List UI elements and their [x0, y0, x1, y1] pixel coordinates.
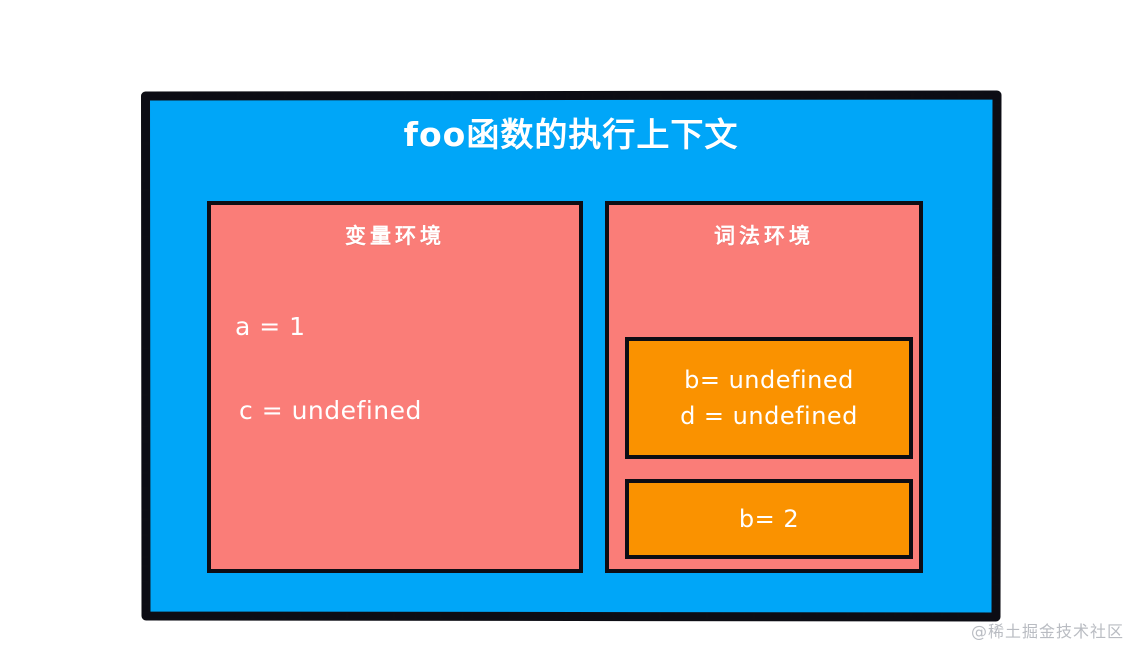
lexical-environment-title: 词法环境 — [714, 224, 814, 248]
lexical-binding-box-assigned: b= 2 — [625, 479, 913, 559]
lexical-environment-panel: 词法环境 b= undefined d = undefined b= 2 — [605, 201, 923, 573]
binding-line-b-2: b= 2 — [738, 505, 800, 533]
binding-line-b-undefined: b= undefined — [684, 366, 854, 394]
variable-environment-title: 变量环境 — [345, 224, 445, 248]
variable-entry-c: c = undefined — [239, 396, 422, 425]
execution-context-title: foo函数的执行上下文 — [403, 115, 739, 154]
variable-environment-panel: 变量环境 a = 1 c = undefined — [207, 201, 583, 573]
lexical-binding-box-hoisted: b= undefined d = undefined — [625, 337, 913, 459]
execution-context-box: foo函数的执行上下文 变量环境 a = 1 c = undefined 词法环… — [145, 95, 997, 617]
variable-entry-a: a = 1 — [235, 312, 306, 341]
binding-line-d-undefined: d = undefined — [680, 402, 858, 430]
watermark: @稀土掘金技术社区 — [970, 622, 1124, 641]
